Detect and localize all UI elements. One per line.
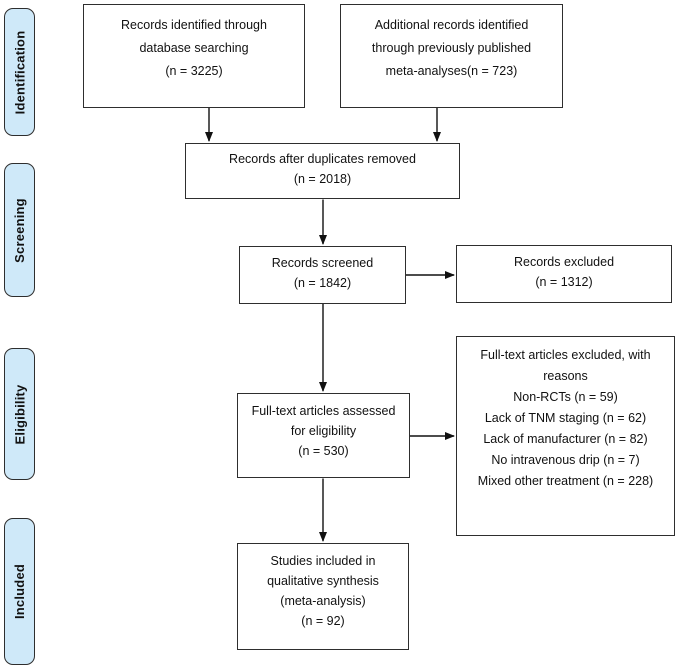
stage-label-text: Eligibility — [12, 384, 28, 444]
stage-label-eligibility: Eligibility — [4, 348, 35, 480]
stage-label-identification: Identification — [4, 8, 35, 136]
box-records-identified: Records identified through database sear… — [83, 4, 305, 108]
stage-label-screening: Screening — [4, 163, 35, 297]
stage-label-included: Included — [4, 518, 35, 665]
box-studies-included: Studies included in qualitative synthesi… — [237, 543, 409, 650]
stage-label-text: Identification — [12, 30, 28, 114]
stage-label-text: Included — [12, 563, 27, 620]
box-records-excluded: Records excluded (n = 1312) — [456, 245, 672, 303]
stage-label-text: Screening — [12, 197, 27, 263]
box-fulltext-assessed: Full-text articles assessed for eligibil… — [237, 393, 410, 478]
box-additional-records: Additional records identified through pr… — [340, 4, 563, 108]
box-fulltext-excluded: Full-text articles excluded, with reason… — [456, 336, 675, 536]
box-duplicates-removed: Records after duplicates removed (n = 20… — [185, 143, 460, 199]
box-records-screened: Records screened (n = 1842) — [239, 246, 406, 304]
